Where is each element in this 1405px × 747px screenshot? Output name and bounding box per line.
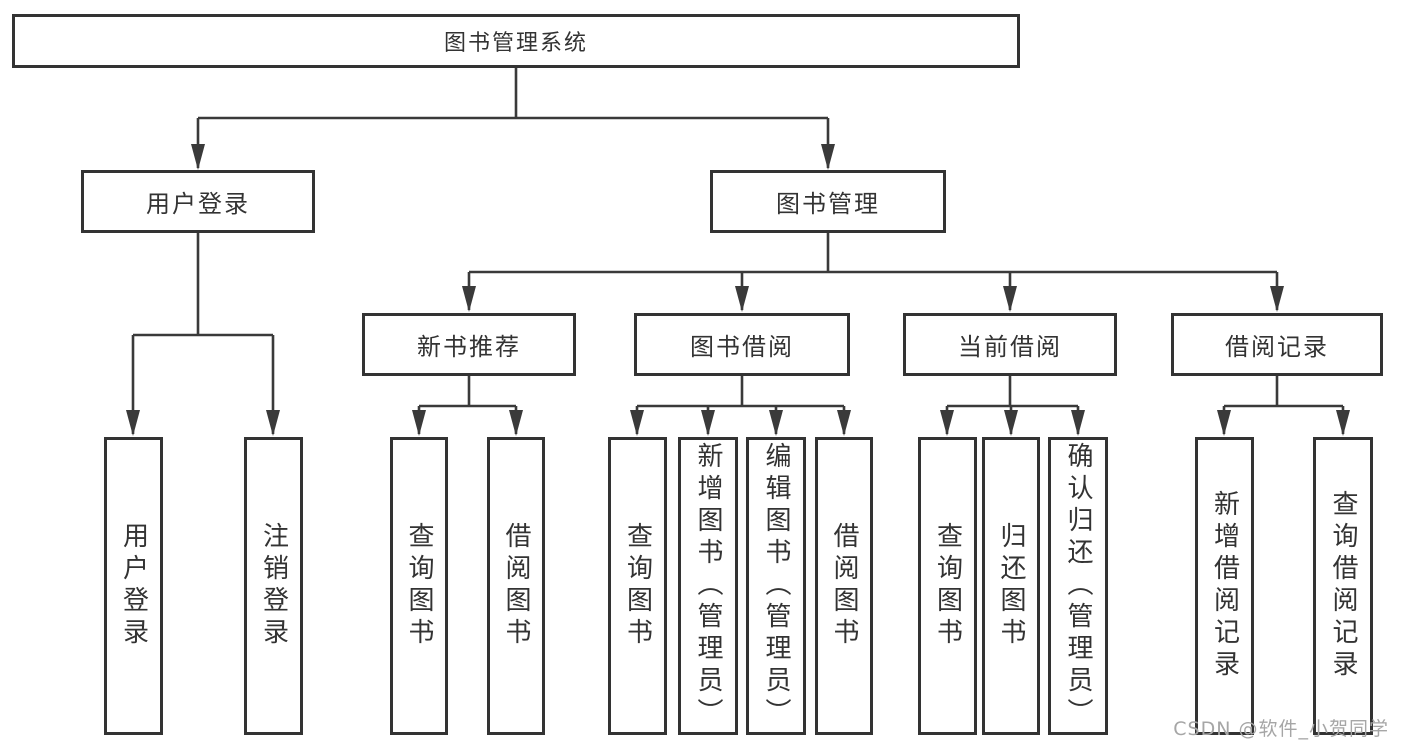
node-book-borrow: 图书借阅 [634, 313, 850, 376]
node-root: 图书管理系统 [12, 14, 1020, 68]
connector-newbook-branch [419, 376, 516, 408]
node-new-book-recommend: 新书推荐 [362, 313, 576, 376]
connector-userlogin-branch [133, 233, 273, 337]
leaf-borrow-edit-books-admin: 编辑图书（管理员） [746, 437, 806, 735]
connector-root-to-level2 [198, 68, 828, 120]
connector-current-branch [947, 376, 1078, 408]
csdn-watermark: CSDN @软件_小贺同学 [1173, 718, 1389, 740]
leaf-newbook-borrow-books: 借阅图书 [487, 437, 545, 735]
node-current-borrow: 当前借阅 [903, 313, 1117, 376]
leaf-logout: 注销登录 [244, 437, 303, 735]
node-book-management: 图书管理 [710, 170, 946, 233]
node-user-login-group: 用户登录 [81, 170, 315, 233]
leaf-user-login: 用户登录 [104, 437, 163, 735]
leaf-borrow-add-books-admin: 新增图书（管理员） [678, 437, 738, 735]
leaf-records-add-record: 新增借阅记录 [1195, 437, 1254, 735]
node-borrow-records: 借阅记录 [1171, 313, 1383, 376]
leaf-borrow-borrow-books: 借阅图书 [815, 437, 873, 735]
leaf-current-return-books: 归还图书 [982, 437, 1040, 735]
leaf-newbook-query-books: 查询图书 [390, 437, 448, 735]
leaf-current-confirm-return-admin: 确认归还（管理员） [1048, 437, 1108, 735]
connector-borrow-branch [637, 376, 844, 408]
leaf-current-query-books: 查询图书 [918, 437, 977, 735]
connector-records-branch [1224, 376, 1343, 408]
connector-bookmgmt-branch [469, 233, 1277, 274]
leaf-borrow-query-books: 查询图书 [608, 437, 667, 735]
leaf-records-query-record: 查询借阅记录 [1313, 437, 1373, 735]
